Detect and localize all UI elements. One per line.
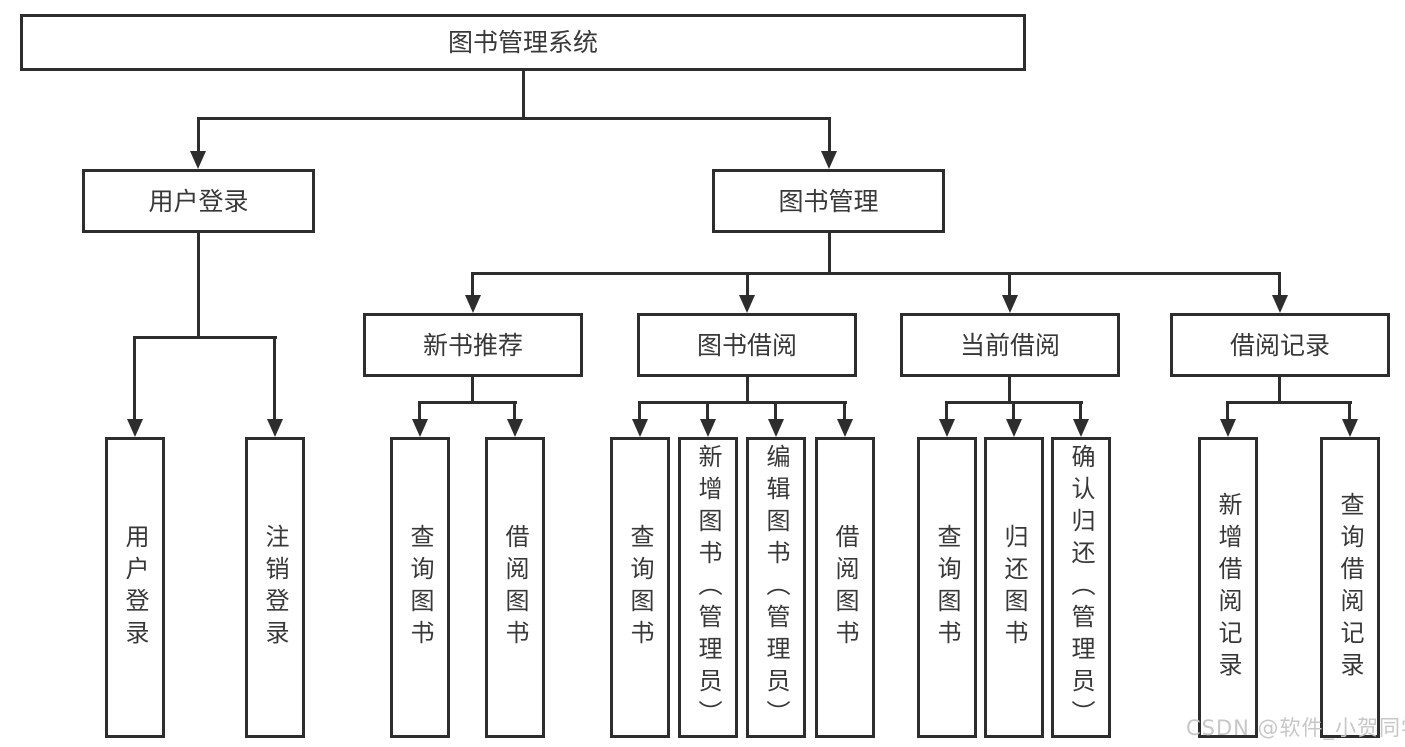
- connector-line: [1226, 401, 1229, 421]
- connector-line: [522, 71, 525, 119]
- leaf-label: 确认归还（管理员）: [1067, 443, 1095, 732]
- leaf-label: 编辑图书（管理员）: [762, 443, 790, 732]
- arrow-down-icon: [739, 295, 755, 313]
- arrow-down-icon: [1272, 295, 1288, 313]
- leaf-add-books-admin: 新增图书（管理员）: [678, 437, 738, 738]
- connector-line: [273, 336, 276, 421]
- leaf-confirm-return-admin: 确认归还（管理员）: [1051, 437, 1111, 738]
- connector-line: [746, 377, 749, 403]
- connector-line: [945, 401, 948, 421]
- connector-line: [1012, 401, 1015, 421]
- connector-line: [197, 117, 200, 154]
- arrow-down-icon: [821, 151, 837, 169]
- arrow-down-icon: [837, 419, 853, 437]
- arrow-down-icon: [507, 419, 523, 437]
- node-user-login: 用户登录: [82, 169, 315, 233]
- leaf-label: 新增借阅记录: [1214, 491, 1242, 684]
- connector-line: [418, 401, 517, 404]
- arrow-down-icon: [768, 419, 784, 437]
- connector-line: [197, 233, 200, 339]
- leaf-borrow-books: 借阅图书: [815, 437, 875, 738]
- leaf-label: 借阅图书: [501, 523, 529, 652]
- node-label: 用户登录: [148, 186, 249, 216]
- leaf-label: 注销登录: [261, 523, 289, 652]
- connector-line: [513, 401, 516, 421]
- arrow-down-icon: [939, 419, 955, 437]
- node-book-borrow: 图书借阅: [637, 313, 857, 377]
- node-label: 当前借阅: [959, 330, 1060, 360]
- connector-line: [471, 377, 474, 403]
- connector-line: [133, 336, 277, 339]
- connector-line: [638, 401, 847, 404]
- leaf-query-borrow-record: 查询借阅记录: [1320, 437, 1380, 738]
- leaf-label: 查询图书: [626, 523, 654, 652]
- leaf-label: 查询图书: [933, 523, 961, 652]
- connector-line: [843, 401, 846, 421]
- leaf-label: 查询借阅记录: [1336, 491, 1364, 684]
- connector-line: [197, 117, 831, 120]
- leaf-return-books: 归还图书: [984, 437, 1044, 738]
- node-book-management: 图书管理: [712, 169, 945, 233]
- leaf-label: 借阅图书: [831, 523, 859, 652]
- node-label: 新书推荐: [422, 330, 523, 360]
- leaf-query-books: 查询图书: [390, 437, 450, 738]
- arrow-down-icon: [412, 419, 428, 437]
- connector-line: [638, 401, 641, 421]
- connector-line: [1278, 377, 1281, 403]
- leaf-user-login: 用户登录: [105, 437, 165, 738]
- node-label: 图书管理: [778, 186, 879, 216]
- arrow-down-icon: [1002, 295, 1018, 313]
- leaf-label: 新增图书（管理员）: [694, 443, 722, 732]
- connector-line: [1079, 401, 1082, 421]
- leaf-query-books: 查询图书: [610, 437, 670, 738]
- arrow-down-icon: [190, 151, 206, 169]
- leaf-add-borrow-record: 新增借阅记录: [1198, 437, 1258, 738]
- connector-line: [1008, 272, 1011, 298]
- connector-line: [1226, 401, 1352, 404]
- connector-line: [828, 233, 831, 275]
- arrow-down-icon: [1073, 419, 1089, 437]
- connector-line: [706, 401, 709, 421]
- arrow-down-icon: [1006, 419, 1022, 437]
- connector-line: [1278, 272, 1281, 298]
- arrow-down-icon: [267, 419, 283, 437]
- leaf-label: 归还图书: [1000, 523, 1028, 652]
- connector-line: [1008, 377, 1011, 403]
- leaf-label: 查询图书: [406, 523, 434, 652]
- leaf-label: 用户登录: [121, 523, 149, 652]
- arrow-down-icon: [700, 419, 716, 437]
- connector-line: [774, 401, 777, 421]
- node-new-book-recommend: 新书推荐: [363, 313, 583, 377]
- connector-line: [471, 272, 1281, 275]
- leaf-logout: 注销登录: [245, 437, 305, 738]
- node-label: 借阅记录: [1229, 330, 1330, 360]
- arrow-down-icon: [465, 295, 481, 313]
- node-borrow-records: 借阅记录: [1170, 313, 1390, 377]
- root-node-label: 图书管理系统: [447, 28, 598, 57]
- connector-line: [133, 336, 136, 421]
- leaf-edit-books-admin: 编辑图书（管理员）: [746, 437, 806, 738]
- node-current-borrow: 当前借阅: [900, 313, 1120, 377]
- arrow-down-icon: [127, 419, 143, 437]
- connector-line: [828, 117, 831, 154]
- connector-line: [746, 272, 749, 298]
- leaf-query-books: 查询图书: [917, 437, 977, 738]
- connector-line: [1348, 401, 1351, 421]
- node-label: 图书借阅: [696, 330, 797, 360]
- root-node-library-system: 图书管理系统: [20, 14, 1026, 71]
- leaf-borrow-books: 借阅图书: [485, 437, 545, 738]
- arrow-down-icon: [632, 419, 648, 437]
- connector-line: [471, 272, 474, 298]
- arrow-down-icon: [1342, 419, 1358, 437]
- csdn-watermark: CSDN @软件_小贺同学: [1186, 716, 1405, 740]
- arrow-down-icon: [1220, 419, 1236, 437]
- connector-line: [418, 401, 421, 421]
